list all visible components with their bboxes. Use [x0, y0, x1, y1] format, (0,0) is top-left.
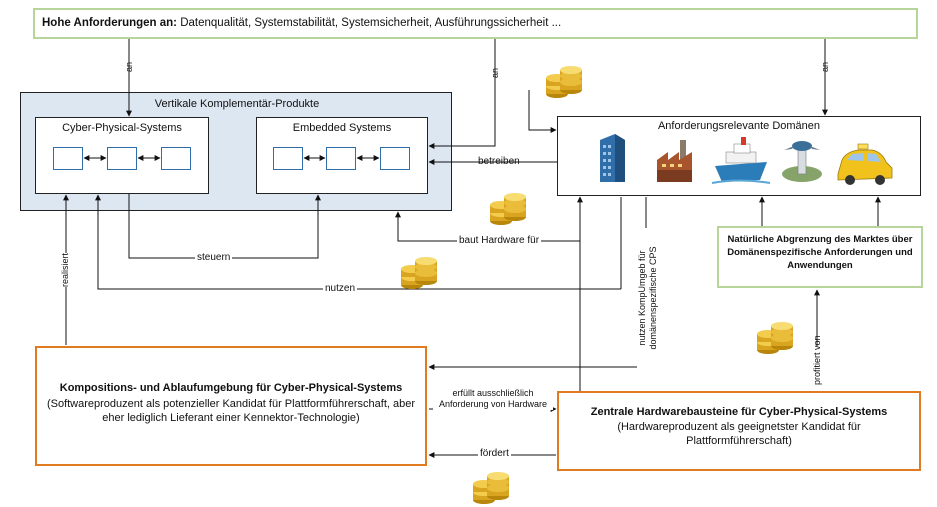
embedded-systems-title: Embedded Systems — [292, 122, 392, 134]
coins-icon — [490, 193, 526, 225]
foerdert-label: fördert — [478, 448, 511, 459]
embedded-component-2 — [326, 147, 356, 170]
market-box: Natürliche Abgrenzung des Marktes über D… — [717, 226, 923, 288]
domains-title: Anforderungsrelevante Domänen — [657, 120, 821, 132]
nutzen-kompumgeb-label: nutzen KompUmgeb für domänenspezifische … — [637, 228, 659, 368]
requirements-header: Hohe Anforderungen an: Datenqualität, Sy… — [33, 8, 918, 39]
an-label: an — [490, 67, 500, 78]
cps-title: Cyber-Physical-Systems — [62, 122, 182, 134]
nutzen-label: nutzen — [323, 283, 358, 294]
realisiert-label: realisiert — [60, 252, 70, 287]
composition-box: Kompositions- und Ablaufumgebung für Cyb… — [35, 346, 427, 466]
coins-icon — [473, 472, 509, 504]
coins-icon — [546, 66, 582, 98]
requirements-text: Hohe Anforderungen an: Datenqualität, Sy… — [42, 17, 561, 29]
embedded-component-1 — [273, 147, 303, 170]
cps-component-2 — [107, 147, 137, 170]
coins-icon — [401, 257, 437, 289]
baut-hardware-label: baut Hardware für — [457, 235, 542, 246]
profitiert-label: profitiert von — [812, 335, 822, 385]
composition-title: Kompositions- und Ablaufumgebung für Cyb… — [59, 382, 403, 394]
an-label: an — [820, 61, 830, 72]
betreiben-label: betreiben — [478, 156, 520, 167]
erfuellt-label: erfüllt ausschließlich Anforderung von H… — [433, 388, 553, 410]
composition-subtitle: (Softwareproduzent als potenzieller Kand… — [46, 398, 416, 424]
embedded-component-3 — [380, 147, 410, 170]
market-text: Natürliche Abgrenzung des Marktes über D… — [727, 234, 913, 271]
cps-component-1 — [53, 147, 83, 170]
steuern-label: steuern — [195, 252, 233, 263]
domains-box: Anforderungsrelevante Domänen — [557, 116, 921, 196]
hardware-subtitle: (Hardwareproduzent als geeignetster Kand… — [617, 421, 861, 447]
hardware-box: Zentrale Hardwarebausteine für Cyber-Phy… — [557, 391, 921, 471]
requirements-list: Datenqualität, Systemstabilität, Systems… — [177, 17, 562, 29]
coins-icon — [757, 322, 793, 354]
hardware-title: Zentrale Hardwarebausteine für Cyber-Phy… — [590, 406, 888, 418]
cps-component-3 — [161, 147, 191, 170]
an-label: an — [124, 61, 134, 72]
vertical-products-title: Vertikale Komplementär-Produkte — [154, 98, 320, 110]
requirements-label: Hohe Anforderungen an: — [42, 17, 178, 29]
